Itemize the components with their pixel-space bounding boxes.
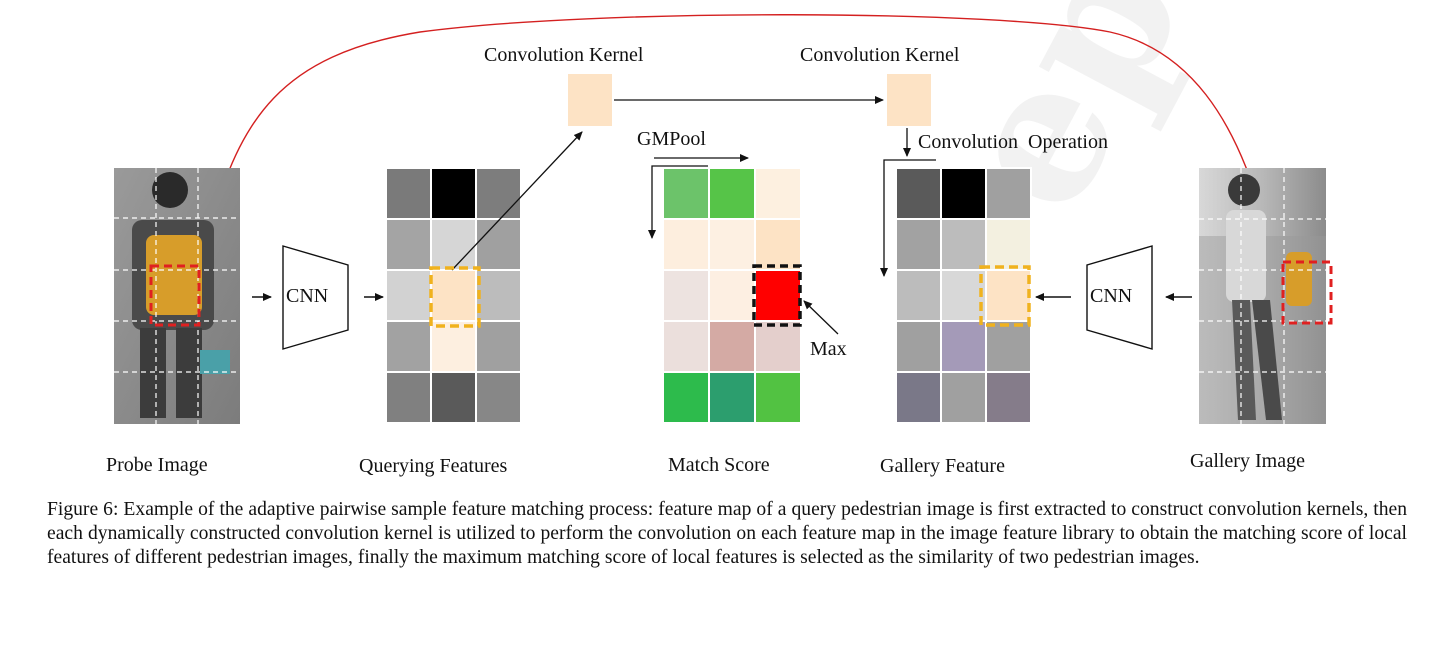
match-cell-r3-c2 (708, 269, 756, 322)
gallery-feature-grid (895, 167, 1032, 424)
query-cell-r2-c3 (475, 218, 522, 271)
match-cell-r3-c1 (662, 269, 710, 322)
gallery-feature-label: Gallery Feature (880, 455, 1005, 477)
query-cell-r4-c1 (385, 320, 432, 373)
query-cell-r1-c3 (475, 167, 522, 220)
match-cell-r4-c2 (708, 320, 756, 373)
probe-image-label: Probe Image (106, 454, 208, 476)
query-cell-r3-c1 (385, 269, 432, 322)
query-cell-r4-c2 (430, 320, 477, 373)
gallery-cell-r5-c3 (985, 371, 1032, 424)
gmpool-label: GMPool (637, 128, 706, 150)
query-cell-r4-c3 (475, 320, 522, 373)
gallery-cell-r3-c1 (895, 269, 942, 322)
probe-crop-box (149, 264, 201, 327)
gallery-image (1199, 168, 1333, 424)
query-cell-r5-c3 (475, 371, 522, 424)
gallery-cell-r2-c3 (985, 218, 1032, 271)
gallery-image-label: Gallery Image (1190, 450, 1305, 472)
kernel-label-left: Convolution Kernel (484, 44, 644, 66)
gallery-cell-r1-c1 (895, 167, 942, 220)
query-cell-r2-c2 (430, 218, 477, 271)
query-cell-r3-c2 (430, 269, 477, 322)
match-cell-r2-c3 (754, 218, 802, 271)
probe-image (114, 168, 240, 424)
cnn-right-block (1086, 245, 1153, 350)
arrow-max-pointer (803, 300, 839, 335)
match-score-grid (662, 167, 802, 424)
conv-operation-label: Convolution Operation (918, 131, 1108, 153)
gallery-cell-r4-c2 (940, 320, 987, 373)
kernel-label-right: Convolution Kernel (800, 44, 960, 66)
gallery-cell-r4-c3 (985, 320, 1032, 373)
match-cell-r1-c3 (754, 167, 802, 220)
match-cell-r2-c2 (708, 218, 756, 271)
match-cell-r5-c3 (754, 371, 802, 424)
gallery-cell-r3-c3 (985, 269, 1032, 322)
query-cell-r1-c1 (385, 167, 432, 220)
query-cell-r2-c1 (385, 218, 432, 271)
query-cell-r5-c1 (385, 371, 432, 424)
gallery-highlight-box (979, 265, 1031, 327)
max-label: Max (810, 338, 847, 360)
match-score-label: Match Score (668, 454, 770, 476)
gallery-cell-r2-c1 (895, 218, 942, 271)
figure-caption: Figure 6: Example of the adaptive pairwi… (47, 499, 1407, 569)
match-cell-r1-c2 (708, 167, 756, 220)
match-cell-r4-c3 (754, 320, 802, 373)
pairwise-curve (209, 14, 1263, 229)
match-cell-r1-c1 (662, 167, 710, 220)
gallery-cell-r2-c2 (940, 218, 987, 271)
arrow-query-to-kernel (451, 131, 583, 271)
query-cell-r1-c2 (430, 167, 477, 220)
gallery-crop-box (1281, 260, 1333, 325)
kernel-right (887, 74, 931, 126)
arrow-gmpool-down (648, 165, 708, 239)
gallery-cell-r1-c3 (985, 167, 1032, 220)
gallery-cell-r5-c2 (940, 371, 987, 424)
kernel-left (568, 74, 612, 126)
diagram-canvas (114, 14, 1333, 424)
querying-features-grid (385, 167, 522, 424)
gallery-cell-r4-c1 (895, 320, 942, 373)
cnn-left-block (282, 245, 349, 350)
match-cell-r5-c2 (708, 371, 756, 424)
match-cell-r5-c1 (662, 371, 710, 424)
gallery-cell-r1-c2 (940, 167, 987, 220)
querying-features-label: Querying Features (359, 455, 508, 477)
query-cell-r3-c3 (475, 269, 522, 322)
gallery-cell-r5-c1 (895, 371, 942, 424)
match-cell-r4-c1 (662, 320, 710, 373)
query-cell-r5-c2 (430, 371, 477, 424)
arrow-conv-sweep (880, 159, 936, 277)
cnn-left-label: CNN (286, 285, 329, 307)
match-cell-r3-c3 (754, 269, 802, 322)
cnn-right-label: CNN (1090, 285, 1133, 307)
match-cell-r2-c1 (662, 218, 710, 271)
query-highlight-box (429, 266, 481, 328)
